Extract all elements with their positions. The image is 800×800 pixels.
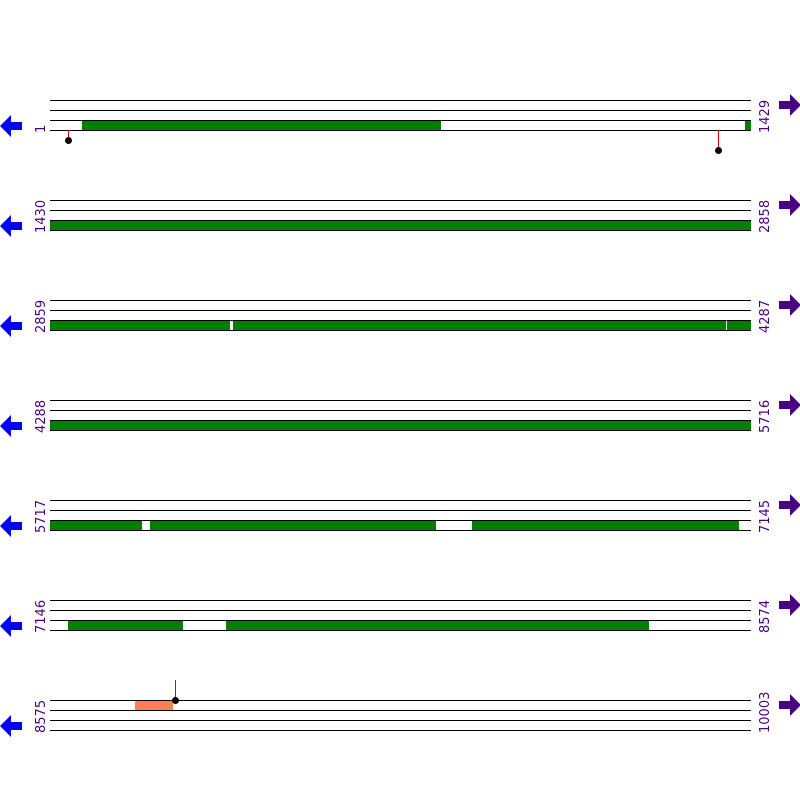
exon-block[interactable]: [745, 121, 751, 130]
arrow-left-icon[interactable]: [0, 615, 22, 641]
exon-block[interactable]: [233, 321, 726, 330]
track-line: [50, 710, 751, 711]
pin-stem: [68, 130, 69, 140]
arrow-right-icon[interactable]: [779, 394, 800, 420]
end-position-label: 1429: [758, 99, 773, 133]
arrow-left-icon[interactable]: [0, 415, 22, 441]
arrow-right-icon[interactable]: [779, 194, 800, 220]
track-line: [50, 410, 751, 411]
arrow-right-icon[interactable]: [779, 94, 800, 120]
track-line: [50, 420, 751, 421]
pin-stem: [718, 130, 719, 150]
start-position-label: 8575: [34, 699, 49, 733]
track-line: [50, 330, 751, 331]
arrow-right-icon[interactable]: [779, 294, 800, 320]
track-line: [50, 430, 751, 431]
arrow-right-icon[interactable]: [779, 594, 800, 620]
exon-block[interactable]: [82, 121, 441, 130]
exon-block[interactable]: [68, 621, 183, 630]
end-position-label: 7145: [758, 499, 773, 533]
arrow-left-icon[interactable]: [0, 315, 22, 341]
arrow-left-icon[interactable]: [0, 215, 22, 241]
track-line: [50, 200, 751, 201]
start-position-label: 7146: [34, 599, 49, 633]
track-line: [50, 130, 751, 131]
start-position-label: 4288: [34, 399, 49, 433]
track-line: [50, 100, 751, 101]
track-line: [50, 620, 751, 621]
arrow-left-icon[interactable]: [0, 715, 22, 741]
arrow-right-icon[interactable]: [779, 494, 800, 520]
track-line: [50, 300, 751, 301]
exon-block[interactable]: [727, 321, 751, 330]
exon-block[interactable]: [226, 621, 649, 630]
start-position-label: 2859: [34, 299, 49, 333]
arrow-left-icon[interactable]: [0, 515, 22, 541]
exon-block[interactable]: [50, 221, 751, 230]
track-line: [50, 220, 751, 221]
track-line: [50, 610, 751, 611]
end-position-label: 4287: [758, 299, 773, 333]
track-line: [50, 730, 751, 731]
track-line: [50, 530, 751, 531]
exon-block[interactable]: [50, 421, 751, 430]
exon-block[interactable]: [150, 521, 436, 530]
pin-marker-icon[interactable]: [715, 147, 722, 154]
start-position-label: 5717: [34, 499, 49, 533]
track-line: [50, 310, 751, 311]
track-line: [50, 120, 751, 121]
arrow-right-icon[interactable]: [779, 694, 800, 720]
exon-block[interactable]: [50, 321, 230, 330]
highlight-block[interactable]: [135, 701, 173, 710]
end-position-label: 8574: [758, 599, 773, 633]
track-line: [50, 700, 751, 701]
track-line: [50, 210, 751, 211]
track-line: [50, 600, 751, 601]
track-line: [50, 500, 751, 501]
track-line: [50, 110, 751, 111]
end-position-label: 10003: [758, 691, 773, 733]
pin-marker-icon[interactable]: [65, 137, 72, 144]
track-line: [50, 720, 751, 721]
exon-block[interactable]: [50, 521, 142, 530]
track-line: [50, 230, 751, 231]
track-line: [50, 630, 751, 631]
pin-marker-icon[interactable]: [172, 697, 179, 704]
pin-stem: [175, 680, 176, 700]
start-position-label: 1430: [34, 199, 49, 233]
track-line: [50, 510, 751, 511]
exon-block[interactable]: [472, 521, 739, 530]
end-position-label: 2858: [758, 199, 773, 233]
track-line: [50, 400, 751, 401]
end-position-label: 5716: [758, 399, 773, 433]
track-line: [50, 520, 751, 521]
arrow-left-icon[interactable]: [0, 115, 22, 141]
start-position-label: 1: [34, 124, 49, 133]
track-line: [50, 320, 751, 321]
